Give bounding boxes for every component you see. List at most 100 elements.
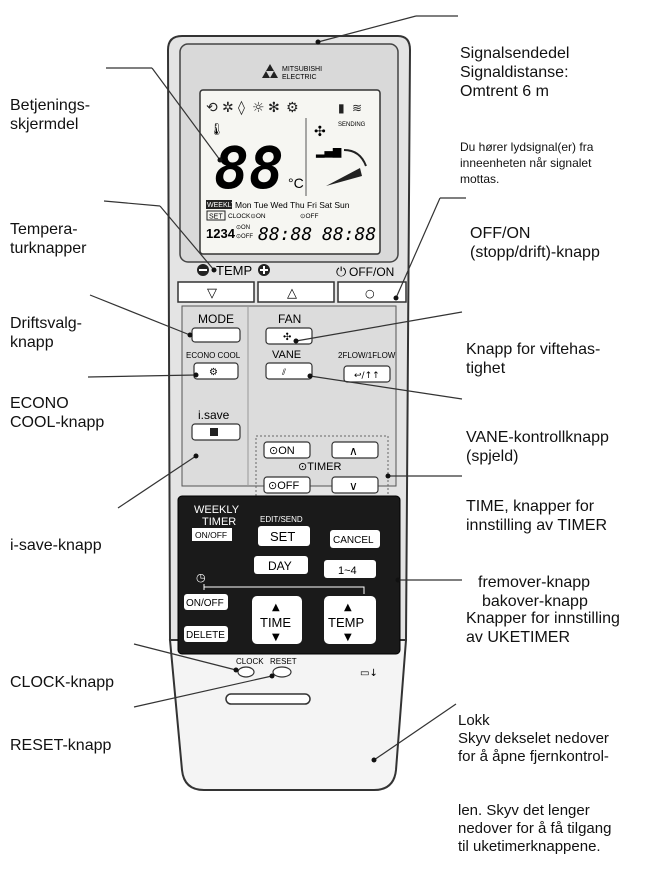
svg-text:⟲: ⟲	[206, 100, 218, 116]
reset-callout-label: RESET-knapp	[10, 737, 112, 754]
lcd-time-2: 88:88	[322, 224, 376, 245]
isave-callout-label: i-save-knapp	[10, 537, 102, 554]
callout-dots	[187, 39, 401, 763]
svg-text:△: △	[287, 286, 297, 301]
svg-text:ON/OFF: ON/OFF	[186, 598, 224, 609]
remote-control-diagram: MITSUBISHI ELECTRIC ⟲✲◊☼✻⚙ ▮≋ 🌡 88 °C ✣ …	[87, 15, 466, 791]
svg-text:▼: ▼	[272, 632, 280, 643]
vane-button[interactable]	[265, 362, 313, 380]
econo-cool-label: ECONO COOL	[186, 351, 241, 360]
range-button[interactable]	[324, 560, 376, 578]
weekly-label-1: WEEKLY	[194, 504, 240, 516]
svg-text:▲: ▲	[272, 602, 280, 613]
svg-text:DELETE: DELETE	[186, 630, 225, 641]
fan-callout-label: Knapp for viftehas-tighet	[466, 341, 601, 377]
mode-icons-row: ⟲✲◊☼✻⚙ ▮≋	[206, 100, 362, 116]
svg-text:ON/OFF: ON/OFF	[195, 530, 227, 540]
svg-text:▲: ▲	[344, 602, 352, 613]
remote-lid	[168, 639, 408, 791]
svg-text:▽: ▽	[207, 286, 217, 301]
svg-text:⊙ON: ⊙ON	[269, 445, 295, 457]
display-label: Betjenings-skjermdel	[10, 97, 91, 133]
temp-weekly-button[interactable]	[324, 596, 376, 644]
edit-send-label: EDIT/SEND	[260, 515, 303, 524]
reset-button[interactable]	[272, 666, 292, 678]
cancel-button[interactable]	[330, 530, 380, 548]
brand-name: MITSUBISHI	[282, 66, 322, 73]
lcd-screen	[199, 89, 381, 255]
svg-text:SET: SET	[270, 529, 295, 544]
timer-back-button[interactable]	[331, 476, 379, 494]
svg-text:☼: ☼	[252, 100, 265, 116]
svg-text:○: ○	[365, 287, 375, 300]
callout-lines	[87, 15, 466, 761]
lcd-off: ⊙OFF	[300, 213, 318, 220]
svg-text:DAY: DAY	[268, 559, 292, 573]
isave-label: i.save	[198, 408, 230, 422]
lcd-unit: °C	[288, 175, 304, 191]
svg-text:▮: ▮	[338, 101, 345, 115]
lcd-off-small: ⊙OFF	[236, 234, 253, 240]
lcd-time-1: 88:88	[258, 224, 312, 245]
clock-label: CLOCK	[236, 657, 264, 666]
thermometer-icon: 🌡	[209, 122, 224, 136]
weekly-onoff-button[interactable]	[192, 528, 232, 541]
svg-text:⚙: ⚙	[209, 367, 218, 378]
svg-text:≋: ≋	[352, 101, 362, 115]
lcd-clock-on: CLOCK⊙ON	[228, 213, 266, 220]
time-button[interactable]	[252, 596, 302, 644]
svg-text:⚙: ⚙	[286, 100, 299, 116]
svg-text:✲: ✲	[222, 100, 234, 116]
lcd-1234: 1234	[206, 226, 236, 241]
lcd-temperature: 88	[214, 134, 284, 202]
svg-text:✣: ✣	[283, 332, 291, 343]
mode-label: MODE	[198, 312, 234, 326]
temp-label: TEMP	[216, 263, 252, 278]
temp-buttons-label: Tempera-turknapper	[10, 221, 87, 257]
set-button[interactable]	[258, 526, 310, 546]
svg-text:∧: ∧	[349, 444, 358, 458]
clock-small-icon: ◷	[196, 571, 206, 584]
vane-label: VANE	[272, 349, 301, 361]
svg-text:∨: ∨	[349, 479, 358, 493]
svg-text:TEMP: TEMP	[328, 615, 364, 630]
offon-label: OFF/ON	[349, 265, 394, 279]
clock-button[interactable]	[237, 666, 255, 678]
svg-text:⊙OFF: ⊙OFF	[268, 480, 299, 492]
svg-text:⫽: ⫽	[281, 368, 286, 378]
fan-label: FAN	[278, 312, 301, 326]
reset-label: RESET	[270, 657, 297, 666]
timer-label: ⊙TIMER	[298, 461, 341, 473]
onoff-button[interactable]	[184, 594, 228, 610]
svg-text:WEEKLY: WEEKLY	[207, 202, 236, 209]
lcd-days: Mon Tue Wed Thu Fri Sat Sun	[235, 200, 350, 210]
day-button[interactable]	[254, 556, 308, 574]
svg-text:◊: ◊	[238, 100, 245, 116]
battery-icon: ▭↓	[360, 668, 378, 679]
timer-off-button[interactable]	[263, 476, 311, 494]
flow-button[interactable]	[343, 365, 391, 383]
svg-text:1~4: 1~4	[338, 565, 357, 577]
vane-callout-label: VANE-kontrollknapp(spjeld)	[466, 429, 609, 465]
econo-cool-button[interactable]	[193, 362, 239, 380]
vane-arc-icon	[343, 149, 367, 167]
svg-text:↩/↑↑: ↩/↑↑	[354, 371, 380, 381]
lcd-set-box	[206, 210, 226, 221]
delete-button[interactable]	[184, 626, 228, 642]
power-icon: ⏻	[336, 265, 346, 280]
mode-callout-label: Driftsvalg-knapp	[10, 315, 83, 351]
temp-down-button[interactable]	[177, 281, 255, 303]
timer-on-button[interactable]	[263, 441, 311, 459]
temp-up-button[interactable]	[257, 281, 335, 303]
mode-button[interactable]	[191, 327, 241, 343]
lcd-sending: SENDING	[338, 122, 366, 128]
power-button[interactable]	[337, 281, 407, 303]
timer-forward-button[interactable]	[331, 441, 379, 459]
fan-icon: ✣	[314, 124, 326, 140]
vane-indicator-icon	[326, 168, 362, 186]
svg-text:CANCEL: CANCEL	[333, 535, 374, 546]
